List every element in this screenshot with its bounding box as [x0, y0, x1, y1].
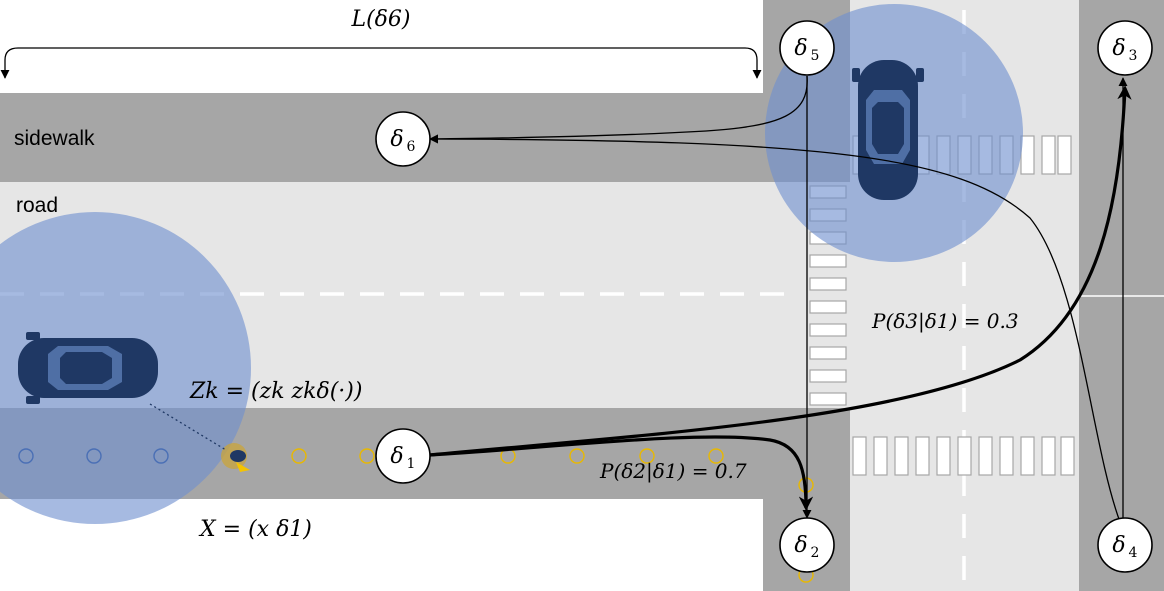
observation-label: Zk = (zk zkδ(·)) [189, 379, 362, 404]
pedestrian-icon [221, 443, 250, 472]
node-d3[interactable]: δ 3 [1097, 20, 1153, 76]
node-d1-sub: 1 [407, 456, 416, 472]
waypoint-marker [359, 448, 375, 464]
node-d5[interactable]: δ 5 [779, 20, 835, 76]
waypoint-marker [569, 448, 585, 464]
crosswalk-bottom [852, 436, 1075, 476]
edge-d4-d6 [429, 134, 1121, 523]
node-d4-label: δ [1112, 533, 1125, 558]
node-d4-sub: 4 [1129, 545, 1138, 561]
node-d3-label: δ [1112, 36, 1125, 61]
length-bracket [0, 47, 762, 79]
node-d2[interactable]: δ 2 [779, 517, 835, 573]
sidewalk-label: sidewalk [14, 127, 95, 150]
road-label: road [16, 194, 58, 217]
prob-d3-given-d1: P(δ3|δ1) = 0.3 [871, 309, 1019, 334]
node-d2-sub: 2 [811, 545, 820, 561]
node-d1[interactable]: δ 1 [375, 428, 431, 484]
node-d3-sub: 3 [1129, 48, 1138, 64]
state-label: X = (x δ1) [198, 517, 312, 542]
car-icon [18, 332, 158, 404]
past-positions [18, 448, 169, 464]
past-position-marker [153, 448, 169, 464]
node-d6-sub: 6 [407, 139, 416, 155]
node-d1-label: δ [390, 444, 403, 469]
car-icon [852, 60, 924, 200]
past-position-marker [86, 448, 102, 464]
edge-d1-d3 [429, 85, 1132, 457]
predicted-waypoints [291, 448, 814, 583]
node-d5-label: δ [794, 36, 807, 61]
waypoint-marker [639, 448, 655, 464]
edge-d1-d2 [429, 435, 814, 511]
node-d6[interactable]: δ 6 [375, 111, 431, 167]
node-d5-sub: 5 [811, 48, 820, 64]
length-label: L(δ6) [350, 7, 410, 32]
waypoint-marker [708, 448, 724, 464]
node-d4[interactable]: δ 4 [1097, 517, 1153, 573]
node-d6-label: δ [390, 127, 403, 152]
prob-d2-given-d1: P(δ2|δ1) = 0.7 [599, 459, 747, 484]
waypoint-marker [291, 448, 307, 464]
node-d2-label: δ [794, 533, 807, 558]
past-position-marker [18, 448, 34, 464]
edge-d5-d6 [429, 75, 808, 144]
